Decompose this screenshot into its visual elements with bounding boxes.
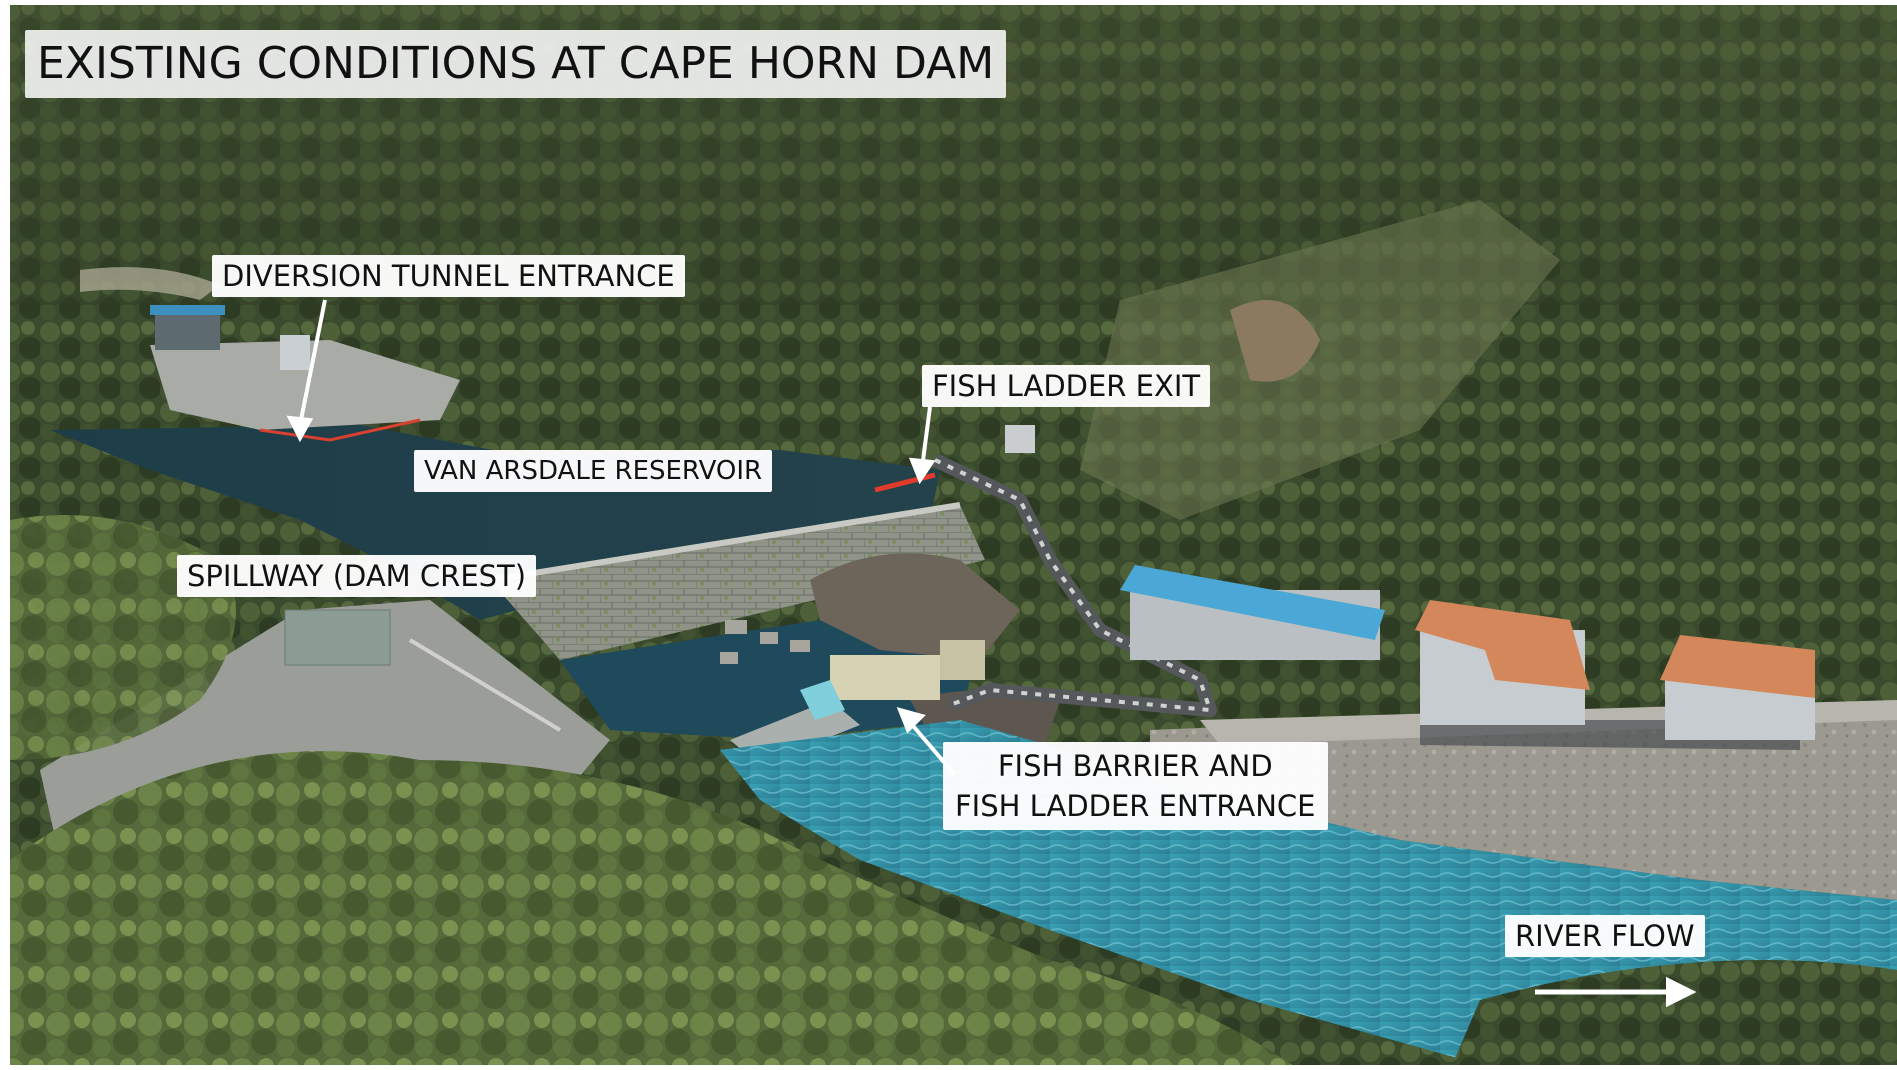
diversion-structure — [150, 305, 460, 442]
label-fish-ladder-exit: FISH LADDER EXIT — [922, 365, 1211, 407]
spillway-face — [490, 505, 985, 660]
blue-roof-building — [1120, 565, 1385, 660]
pool-water — [560, 620, 980, 740]
label-diversion-tunnel: DIVERSION TUNNEL ENTRANCE — [212, 255, 685, 297]
diversion-arrow — [298, 299, 327, 426]
river-flow-arrowhead — [1666, 976, 1697, 1008]
foreground-trees — [10, 751, 1300, 1070]
small-hut — [1005, 425, 1035, 453]
label-fish-barrier: FISH BARRIER AND FISH LADDER ENTRANCE — [943, 742, 1328, 830]
label-spillway: SPILLWAY (DAM CREST) — [177, 555, 537, 597]
label-fish-barrier-line1: FISH BARRIER AND — [997, 749, 1273, 783]
gravel-bank — [1150, 700, 1897, 900]
label-river-flow: RIVER FLOW — [1505, 915, 1705, 957]
hillside-clearing — [1080, 200, 1560, 520]
rock-outcrop — [1230, 300, 1320, 382]
label-fish-barrier-line2: FISH LADDER ENTRANCE — [955, 789, 1316, 823]
rock-mass — [810, 553, 1020, 660]
label-reservoir: VAN ARSDALE RESERVOIR — [414, 450, 773, 492]
fish-ladder-exit-arrow — [920, 406, 932, 469]
fish-barrier-arrowhead — [896, 707, 926, 734]
orange-roof-building-1 — [1415, 600, 1590, 725]
page-title: EXISTING CONDITIONS AT CAPE HORN DAM — [25, 30, 1007, 98]
diversion-arrowhead — [286, 415, 314, 443]
fish-ladder-exit-arrowhead — [908, 457, 936, 485]
orange-roof-building-2 — [1660, 635, 1815, 740]
